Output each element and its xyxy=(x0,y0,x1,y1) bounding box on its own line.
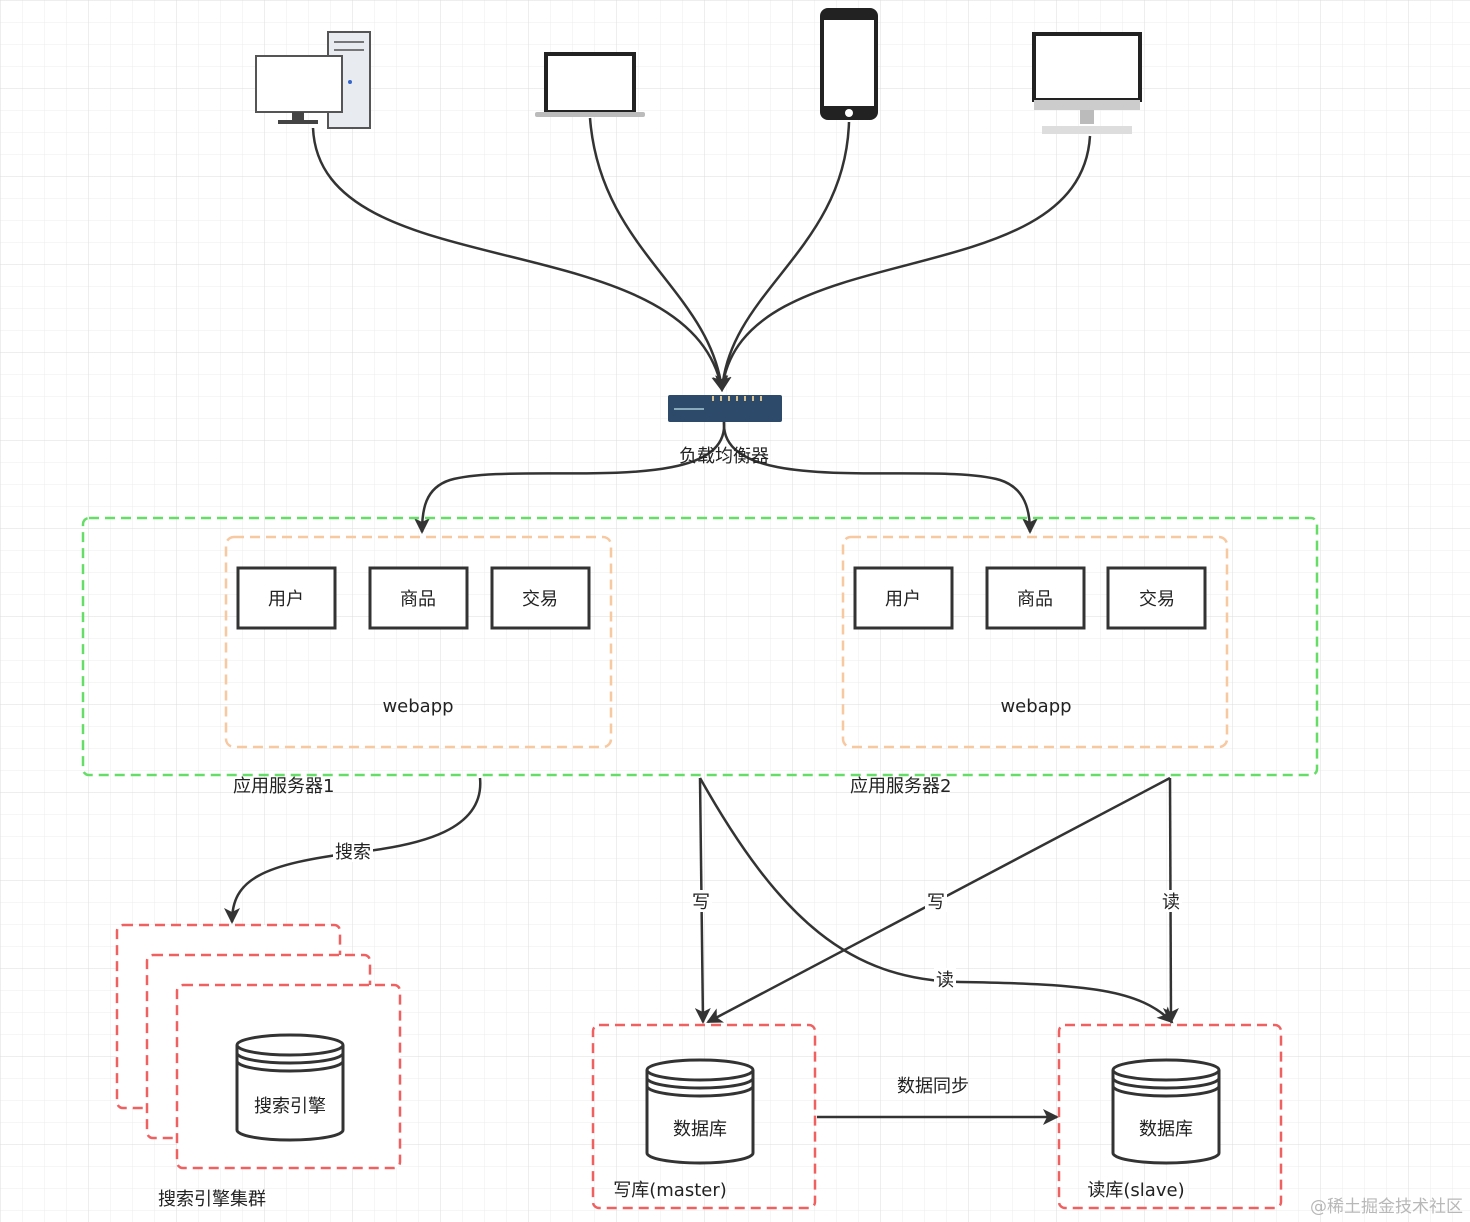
edge-label-write: 写 xyxy=(927,892,945,913)
module-label: 商品 xyxy=(1017,589,1053,610)
module-user xyxy=(236,566,337,630)
imac-icon xyxy=(1032,32,1142,134)
edge-lb-server1 xyxy=(414,421,726,534)
database-cylinder-icon xyxy=(1111,1058,1221,1165)
slave-database: 数据库 读库(slave) xyxy=(1057,1023,1283,1210)
module-label: 交易 xyxy=(1139,589,1175,610)
edge-label-read: 读 xyxy=(936,970,954,991)
module-trade xyxy=(490,566,591,630)
smartphone-icon xyxy=(820,8,878,120)
search-engine-label: 搜索引擎 xyxy=(254,1096,326,1117)
database-cylinder-icon xyxy=(645,1058,755,1165)
module-trade xyxy=(1106,566,1207,630)
search-engine-cylinder-icon xyxy=(235,1033,345,1142)
slave-label: 读库(slave) xyxy=(1087,1180,1184,1201)
webapp-label: webapp xyxy=(382,696,453,717)
module-user xyxy=(853,566,954,630)
watermark: @稀土掘金技术社区 xyxy=(1310,1197,1463,1217)
edge-lb-server2 xyxy=(722,421,1038,534)
server-label: 应用服务器2 xyxy=(850,776,951,797)
webapp-label: webapp xyxy=(1000,696,1071,717)
edge-label-read: 读 xyxy=(1162,892,1180,913)
module-label: 交易 xyxy=(522,589,558,610)
module-label: 用户 xyxy=(268,589,304,610)
laptop-icon xyxy=(535,52,645,117)
search-edge-label: 搜索 xyxy=(335,842,371,863)
module-label: 用户 xyxy=(885,589,921,610)
module-label: 商品 xyxy=(400,589,436,610)
module-product xyxy=(985,566,1086,630)
app-server-1: 用户 商品 交易 webapp 应用服务器1 xyxy=(224,535,613,797)
webapp-container xyxy=(224,535,613,749)
master-label: 写库(master) xyxy=(613,1180,727,1201)
module-product xyxy=(368,566,469,630)
search-engine-cluster: 搜索引擎 xyxy=(115,923,402,1170)
db-label: 数据库 xyxy=(1139,1119,1193,1140)
client-edges xyxy=(311,117,1092,392)
edge-label-write: 写 xyxy=(692,892,710,913)
app-server-cluster xyxy=(81,516,1319,777)
sync-label: 数据同步 xyxy=(897,1076,969,1097)
load-balancer-icon xyxy=(668,395,782,422)
master-database: 数据库 写库(master) xyxy=(591,1023,817,1210)
search-cluster-label: 搜索引擎集群 xyxy=(158,1189,266,1210)
load-balancer-label: 负载均衡器 xyxy=(679,446,769,467)
server-label: 应用服务器1 xyxy=(233,776,334,797)
db-label: 数据库 xyxy=(673,1119,727,1140)
webapp-container xyxy=(841,535,1229,749)
desktop-pc-icon xyxy=(255,31,371,129)
app-server-2: 用户 商品 交易 webapp 应用服务器2 xyxy=(841,535,1229,797)
